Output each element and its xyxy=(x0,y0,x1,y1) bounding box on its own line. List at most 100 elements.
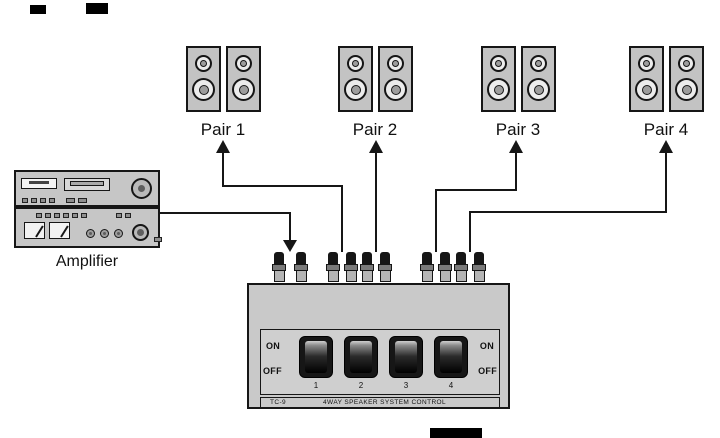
speaker-tweeter xyxy=(638,55,655,72)
product-name: 4WAY SPEAKER SYSTEM CONTROL xyxy=(323,399,447,406)
decorative-mark xyxy=(30,5,46,14)
display-line xyxy=(29,181,49,184)
driver-center xyxy=(493,84,504,95)
post-cap xyxy=(440,252,450,265)
binding-post-out2-left xyxy=(360,252,374,284)
speaker-tweeter xyxy=(678,55,695,72)
switch-2-number: 2 xyxy=(358,381,364,390)
button xyxy=(125,213,131,218)
button xyxy=(72,213,78,218)
speaker-woofer xyxy=(344,78,367,101)
tuning-knob xyxy=(131,178,152,199)
post-cap xyxy=(346,252,356,265)
arrowhead-pair4 xyxy=(659,140,673,153)
binding-post-out4-right xyxy=(472,252,486,284)
binding-post-out4-left xyxy=(454,252,468,284)
speaker-woofer xyxy=(675,78,698,101)
speaker-woofer xyxy=(192,78,215,101)
button xyxy=(49,198,55,203)
binding-post-input-right xyxy=(294,252,308,284)
off-label-right: OFF xyxy=(478,366,497,376)
post-base xyxy=(455,270,467,282)
pair-4-label: Pair 4 xyxy=(643,120,689,139)
driver-center xyxy=(681,84,692,95)
driver-center xyxy=(495,60,502,67)
switch-3 xyxy=(389,336,423,378)
speaker-woofer xyxy=(384,78,407,101)
driver-center xyxy=(390,84,401,95)
wire-amplifier-to-input xyxy=(160,212,291,241)
speaker-tweeter xyxy=(530,55,547,72)
button xyxy=(78,198,87,203)
binding-post-input-left xyxy=(272,252,286,284)
amplifier-display xyxy=(21,178,57,189)
driver-center xyxy=(238,84,249,95)
cassette-slot xyxy=(64,178,110,191)
decorative-mark xyxy=(86,3,108,14)
wire-output4-to-pair4 xyxy=(469,153,667,252)
binding-post-out3-left xyxy=(420,252,434,284)
speaker-tweeter xyxy=(347,55,364,72)
speaker-tweeter xyxy=(235,55,252,72)
switch-rocker xyxy=(395,341,417,373)
level-knob xyxy=(114,229,123,238)
speaker-box xyxy=(521,46,556,112)
post-cap xyxy=(474,252,484,265)
post-cap xyxy=(422,252,432,265)
arrowhead-pair3 xyxy=(509,140,523,153)
speaker-woofer xyxy=(635,78,658,101)
knob-dot xyxy=(117,232,120,235)
post-base xyxy=(295,270,307,282)
switch-rocker xyxy=(305,341,327,373)
post-base xyxy=(421,270,433,282)
post-cap xyxy=(362,252,372,265)
speaker-woofer xyxy=(527,78,550,101)
pair-3-label: Pair 3 xyxy=(495,120,541,139)
button xyxy=(22,198,28,203)
post-cap xyxy=(328,252,338,265)
speaker-pair-3 xyxy=(481,46,556,112)
binding-post-out3-right xyxy=(438,252,452,284)
meter-needle xyxy=(34,225,44,238)
button xyxy=(116,213,122,218)
speaker-box xyxy=(226,46,261,112)
speaker-tweeter xyxy=(490,55,507,72)
driver-center xyxy=(200,60,207,67)
decorative-mark xyxy=(430,428,482,438)
button xyxy=(40,198,46,203)
amplifier-bottom-unit xyxy=(14,207,162,248)
amplifier-label: Amplifier xyxy=(55,253,119,270)
switch-rocker xyxy=(350,341,372,373)
volume-knob xyxy=(132,224,149,241)
driver-center xyxy=(352,60,359,67)
switch-panel: ON OFF ON OFF 1 2 3 4 xyxy=(260,329,500,395)
model-label-strip: TC-9 4WAY SPEAKER SYSTEM CONTROL xyxy=(260,397,500,408)
switch-1 xyxy=(299,336,333,378)
level-knob xyxy=(86,229,95,238)
driver-center xyxy=(350,84,361,95)
post-base xyxy=(439,270,451,282)
driver-center xyxy=(240,60,247,67)
speaker-woofer xyxy=(487,78,510,101)
driver-center xyxy=(643,60,650,67)
pair-1-label: Pair 1 xyxy=(200,120,246,139)
switch-1-number: 1 xyxy=(313,381,319,390)
button xyxy=(154,237,162,242)
speaker-pair-2 xyxy=(338,46,413,112)
meter-needle xyxy=(59,225,69,238)
driver-center xyxy=(392,60,399,67)
post-base xyxy=(361,270,373,282)
level-knob xyxy=(100,229,109,238)
vu-meter-right xyxy=(49,222,70,239)
off-label-left: OFF xyxy=(263,366,282,376)
speaker-tweeter xyxy=(387,55,404,72)
post-cap xyxy=(456,252,466,265)
button xyxy=(54,213,60,218)
speaker-box xyxy=(481,46,516,112)
binding-post-out1-left xyxy=(326,252,340,284)
button xyxy=(63,213,69,218)
speaker-woofer xyxy=(232,78,255,101)
arrowhead-input xyxy=(283,240,297,252)
driver-center xyxy=(535,60,542,67)
